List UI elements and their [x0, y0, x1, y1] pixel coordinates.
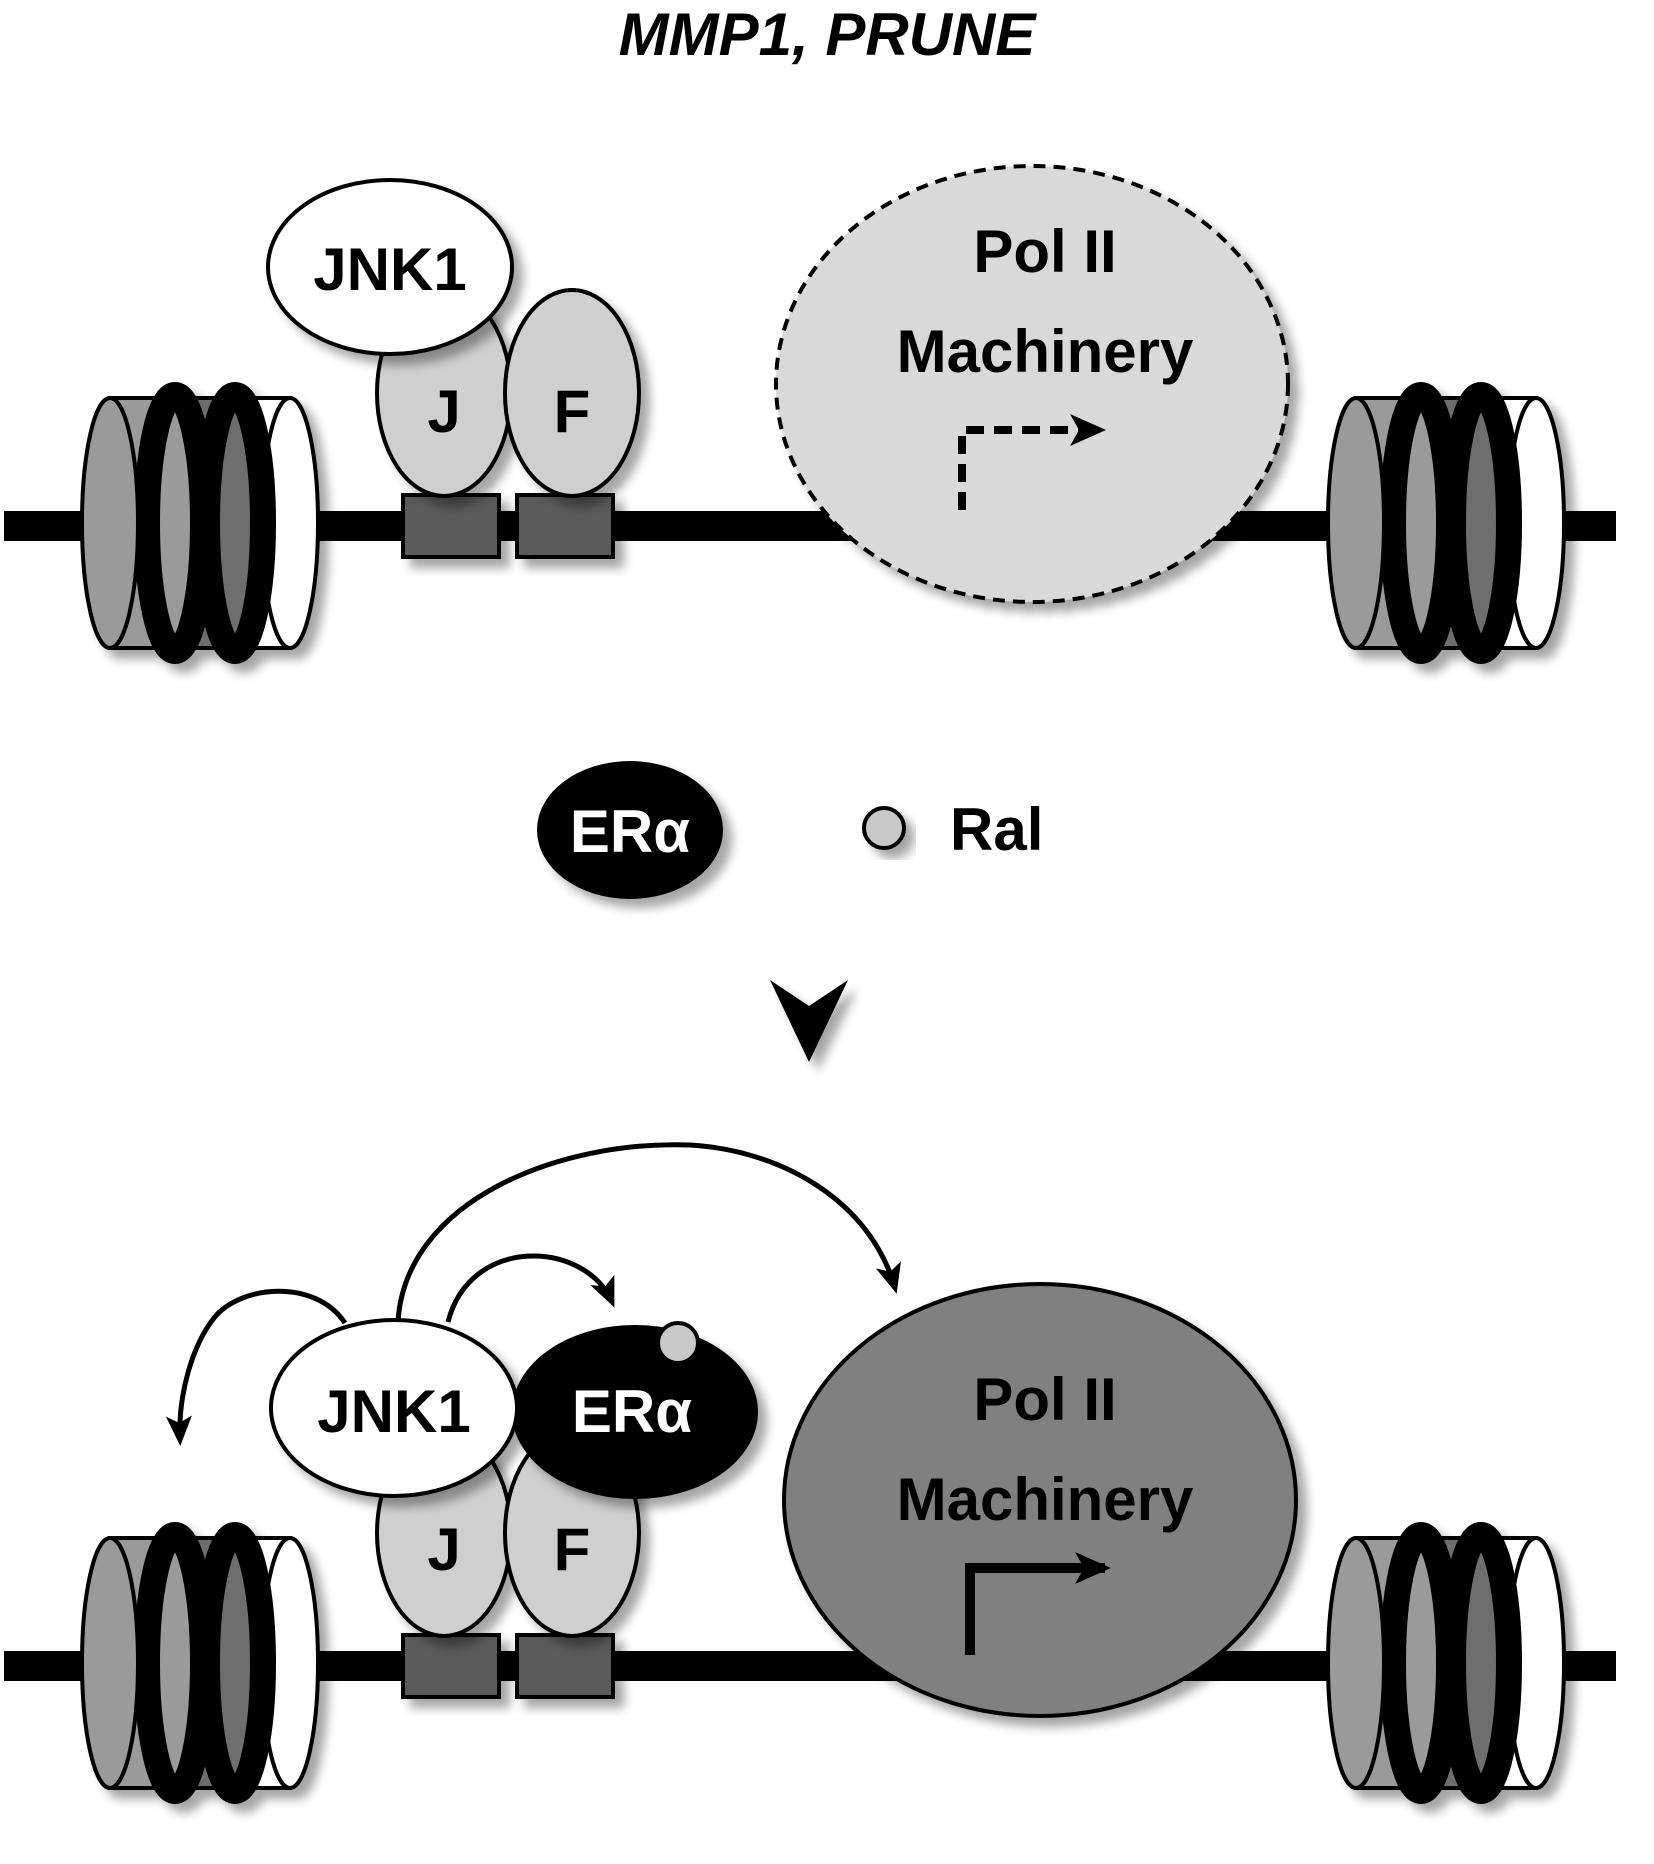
- nucleosome-left-top: [82, 395, 318, 651]
- arrow-jnk1-to-er-alpha-icon: [445, 1253, 615, 1323]
- bottom-panel: Pol II Machinery J F ERα JNK1: [4, 1142, 1616, 1791]
- tss-arrow-solid-icon: [965, 1552, 1111, 1655]
- pol-ii-machinery-inactive: [774, 164, 1290, 604]
- top-panel: Pol II Machinery J F JNK1: [4, 164, 1616, 651]
- jnk1-label-bottom: JNK1: [317, 1378, 470, 1445]
- binding-site-f-top: [515, 493, 615, 559]
- factor-f-label-top: F: [554, 378, 591, 445]
- binding-site-f-bottom: [515, 1633, 615, 1699]
- factor-j-label-bottom: J: [427, 1516, 460, 1583]
- jnk1-label-top: JNK1: [313, 236, 466, 303]
- er-alpha-label-free: ERα: [570, 798, 690, 865]
- factor-f-top: [503, 288, 641, 498]
- jnk1-bottom: [269, 1318, 519, 1498]
- ral-bound-icon: [656, 1321, 700, 1365]
- pol-ii-label-line2-top: Machinery: [897, 318, 1194, 385]
- pol-ii-label-line1-bottom: Pol II: [973, 1366, 1116, 1433]
- transition: ERα Ral: [537, 678, 1043, 1062]
- binding-site-j-bottom: [401, 1633, 501, 1699]
- er-alpha-free: [537, 761, 723, 899]
- factor-j-label-top: J: [427, 378, 460, 445]
- ral-label: Ral: [950, 796, 1043, 863]
- nucleosome-right-bottom: [1328, 1535, 1564, 1791]
- jnk1-top: [266, 178, 514, 356]
- pol-ii-label-line1-top: Pol II: [973, 218, 1116, 285]
- er-alpha-label-bound: ERα: [572, 1378, 692, 1445]
- pol-ii-machinery-active: [782, 1282, 1298, 1718]
- transition-arrowhead-icon: [770, 980, 848, 1062]
- pol-ii-label-line2-bottom: Machinery: [897, 1466, 1194, 1533]
- factor-f-label-bottom: F: [554, 1516, 591, 1583]
- er-alpha-bound: [512, 1325, 758, 1499]
- binding-site-j-top: [401, 493, 501, 559]
- tss-arrow-dashed-icon: [958, 414, 1106, 510]
- nucleosome-right-top: [1328, 395, 1564, 651]
- arrow-jnk1-to-nucleosome-icon: [165, 1288, 348, 1446]
- gene-title: MMP1, PRUNE: [619, 1, 1038, 68]
- ral-ligand-icon: [862, 806, 906, 850]
- nucleosome-left-bottom: [82, 1535, 318, 1791]
- arrow-jnk1-to-pol-ii-icon: [395, 1142, 901, 1323]
